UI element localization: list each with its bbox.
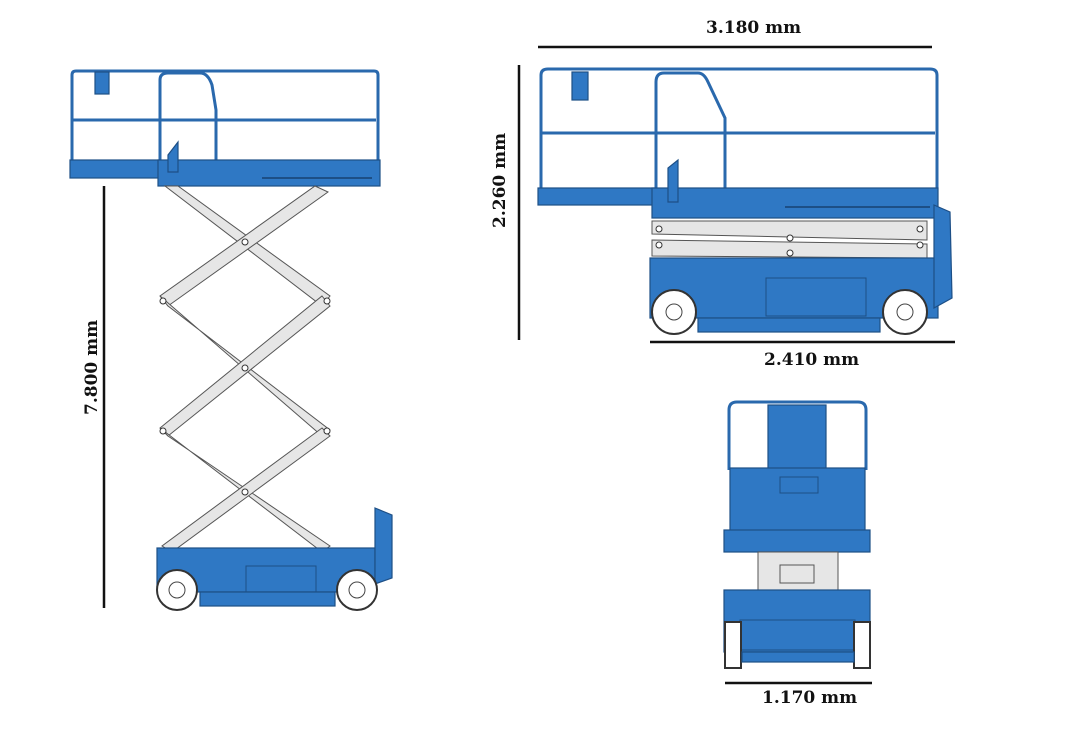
stowed-height-label: 2.260 mm bbox=[490, 132, 510, 228]
wheel bbox=[336, 569, 378, 611]
extended-lift-side-view bbox=[69, 69, 393, 611]
overall-length-label: 3.180 mm bbox=[706, 18, 802, 38]
wheel bbox=[156, 569, 198, 611]
lift-front-view bbox=[723, 400, 871, 669]
chassis-length-label: 2.410 mm bbox=[764, 350, 860, 370]
wheel bbox=[882, 289, 928, 335]
scissor-arms bbox=[159, 185, 331, 553]
width-label: 1.170 mm bbox=[762, 688, 858, 708]
working-height-label: 7.800 mm bbox=[82, 319, 102, 415]
stowed-lift-side-view bbox=[537, 67, 953, 335]
wheel bbox=[651, 289, 697, 335]
